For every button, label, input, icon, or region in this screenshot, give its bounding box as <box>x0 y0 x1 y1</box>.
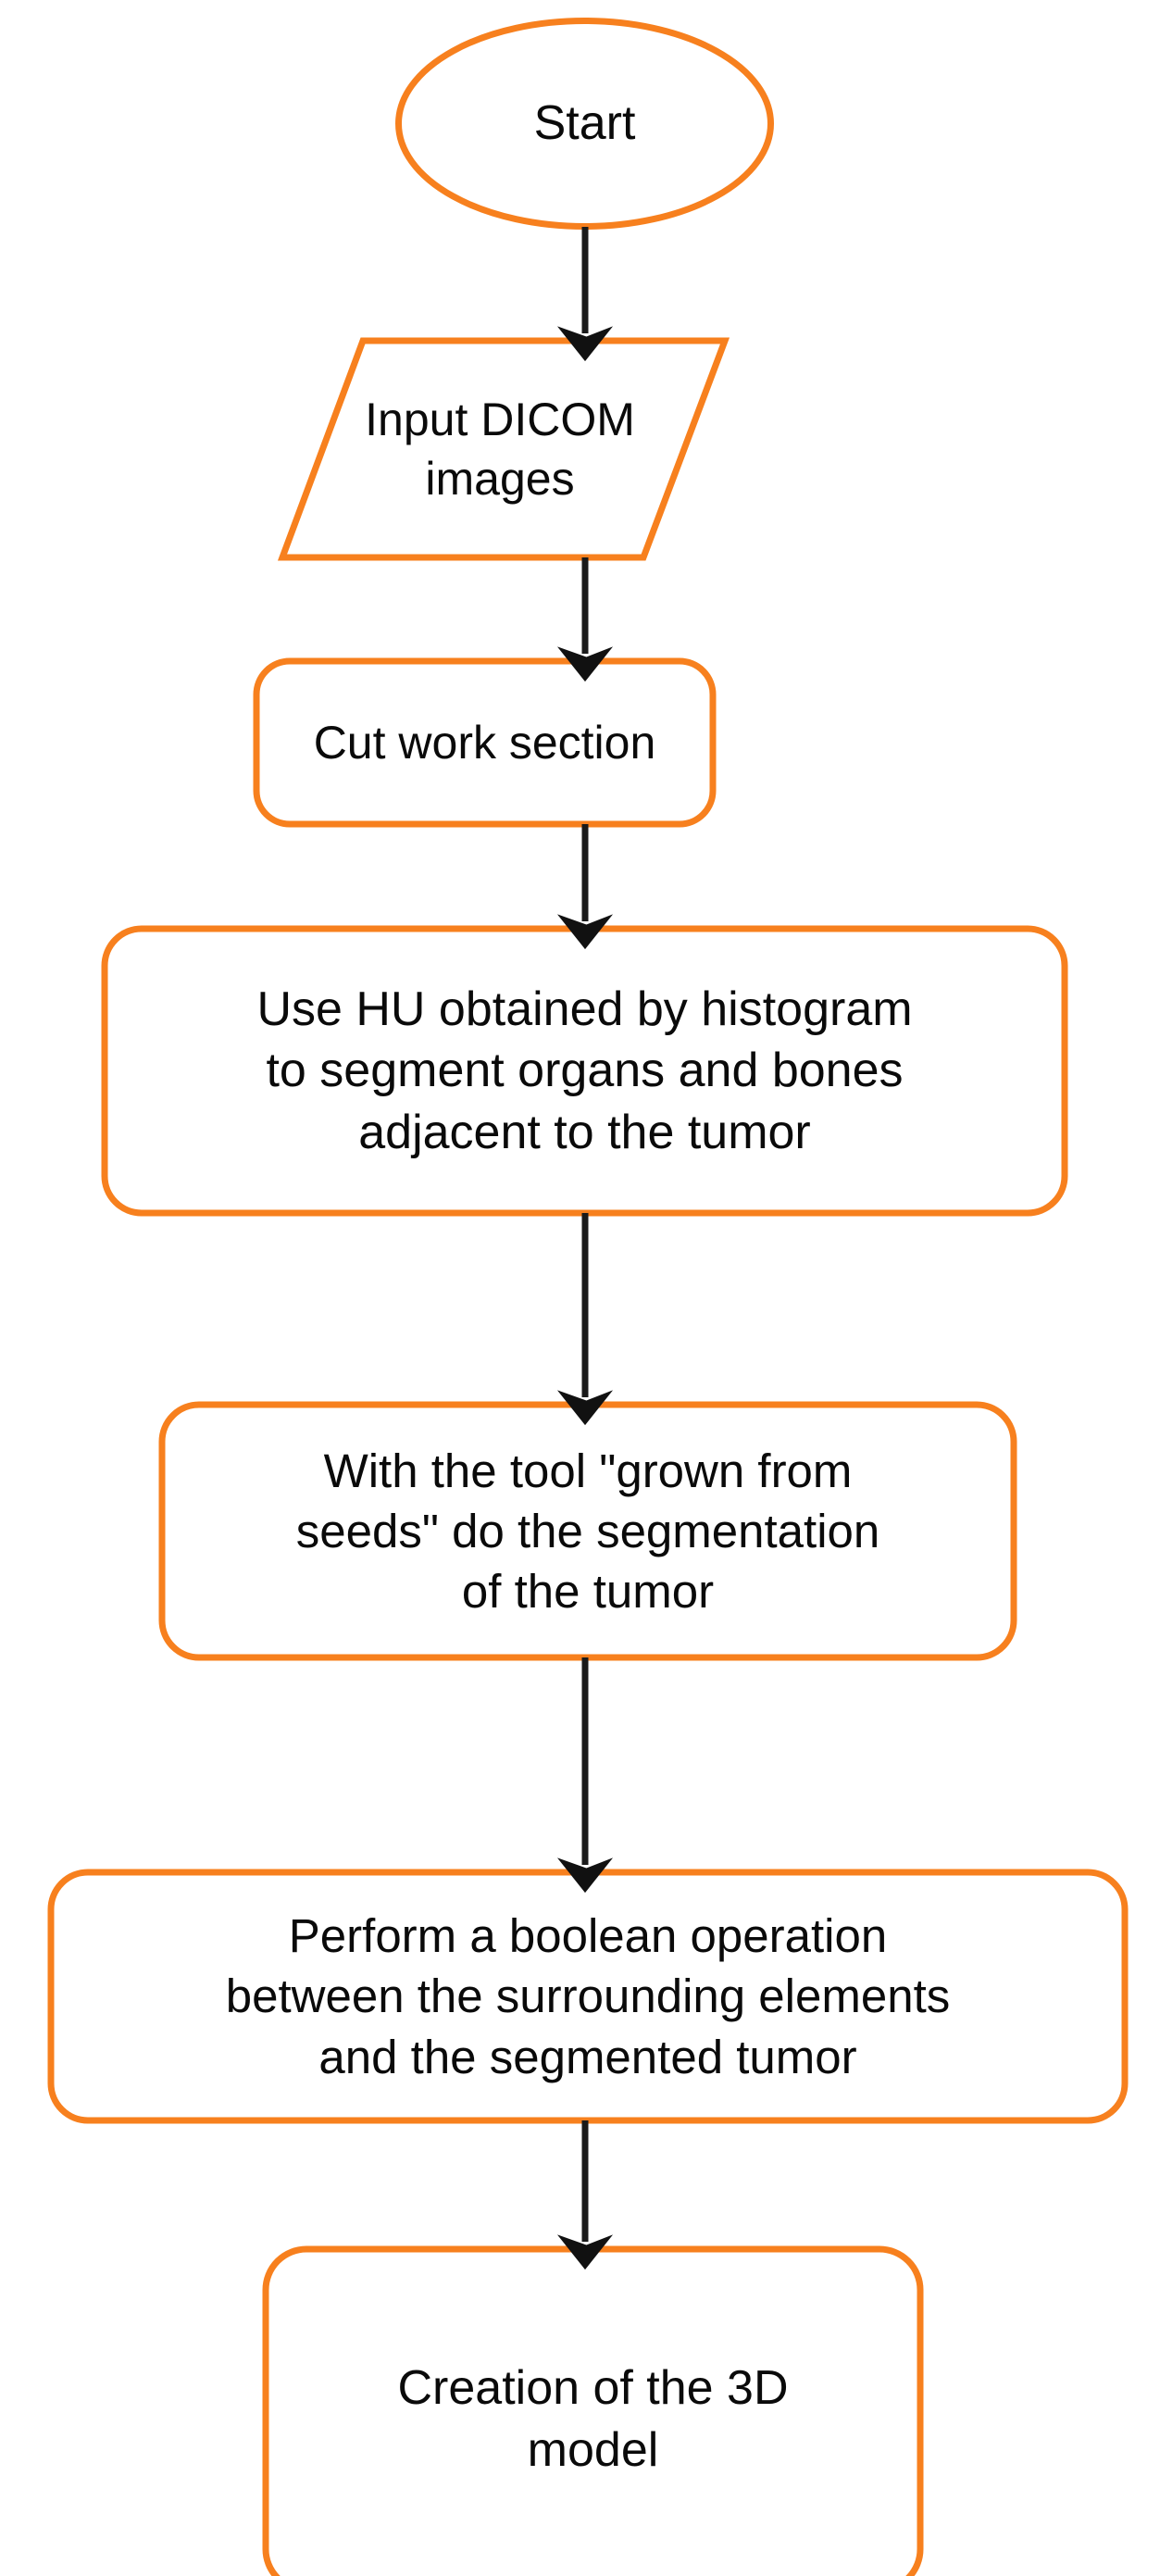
node-boolean-operation-shape[interactable] <box>47 1869 1129 2124</box>
node-create-3d-model-shape[interactable] <box>262 2245 924 2576</box>
node-input-dicom-shape[interactable] <box>277 337 730 561</box>
node-use-hu-shape[interactable] <box>101 925 1068 1217</box>
node-grown-from-seeds-shape[interactable] <box>158 1401 1017 1661</box>
node-cut-work-section-shape[interactable] <box>253 657 717 828</box>
node-start-shape[interactable] <box>395 18 774 230</box>
